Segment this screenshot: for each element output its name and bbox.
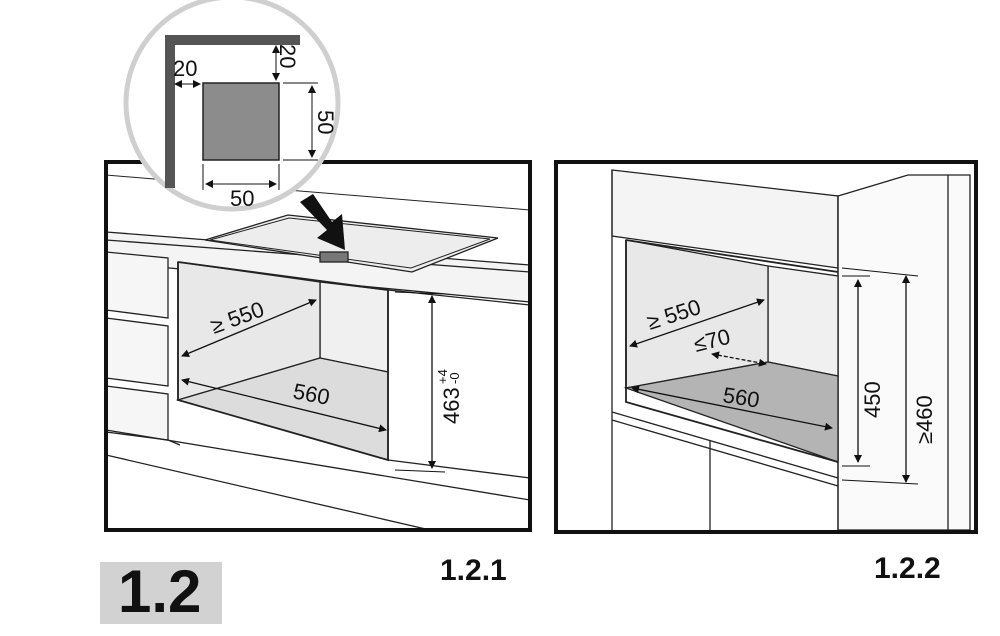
depth-dimension-line: [181, 299, 317, 357]
drawer-top: [106, 251, 169, 319]
figure-right-frame: [554, 160, 978, 534]
width-dimension-line: [181, 377, 387, 433]
width-dimension-line-right: [631, 385, 833, 431]
figure-right-caption: 1.2.2: [874, 552, 941, 585]
height-tolerance-lower: -0: [447, 372, 462, 384]
width-label-right: 560: [721, 382, 761, 412]
clearance-square: [202, 82, 280, 161]
offset-top-label: 20: [275, 44, 300, 68]
gap-dimension-line: [711, 351, 767, 367]
inner-height-label: 450: [860, 381, 885, 418]
square-width-label: 50: [230, 186, 254, 211]
figure-left-caption: 1.2.1: [440, 554, 507, 587]
depth-dimension-line-right: [629, 298, 765, 348]
corner-profile: [165, 35, 300, 188]
height-label-group: 463 +4 -0: [435, 369, 464, 424]
section-badge: [100, 562, 222, 624]
figure-right: ≥ 550 ≤70 560 450 ≥460: [554, 160, 978, 534]
outer-height-label: ≥460: [912, 395, 937, 444]
detail-inset: 20 20 50 50: [123, 0, 341, 212]
figure-left: ≥ 550 560 463 +4 -0: [104, 160, 532, 532]
drawer-middle: [106, 317, 169, 387]
hob-connector: [319, 251, 349, 263]
niche-back: [319, 281, 389, 373]
square-height-label: 50: [313, 110, 338, 134]
detail-pointer-arrow: [300, 194, 345, 250]
offset-left-label: 20: [173, 56, 197, 81]
niche-back-right: [767, 265, 839, 377]
height-tolerance-upper: +4: [435, 369, 450, 384]
section-label: 1.2: [118, 558, 201, 625]
height-label: 463: [439, 387, 464, 424]
